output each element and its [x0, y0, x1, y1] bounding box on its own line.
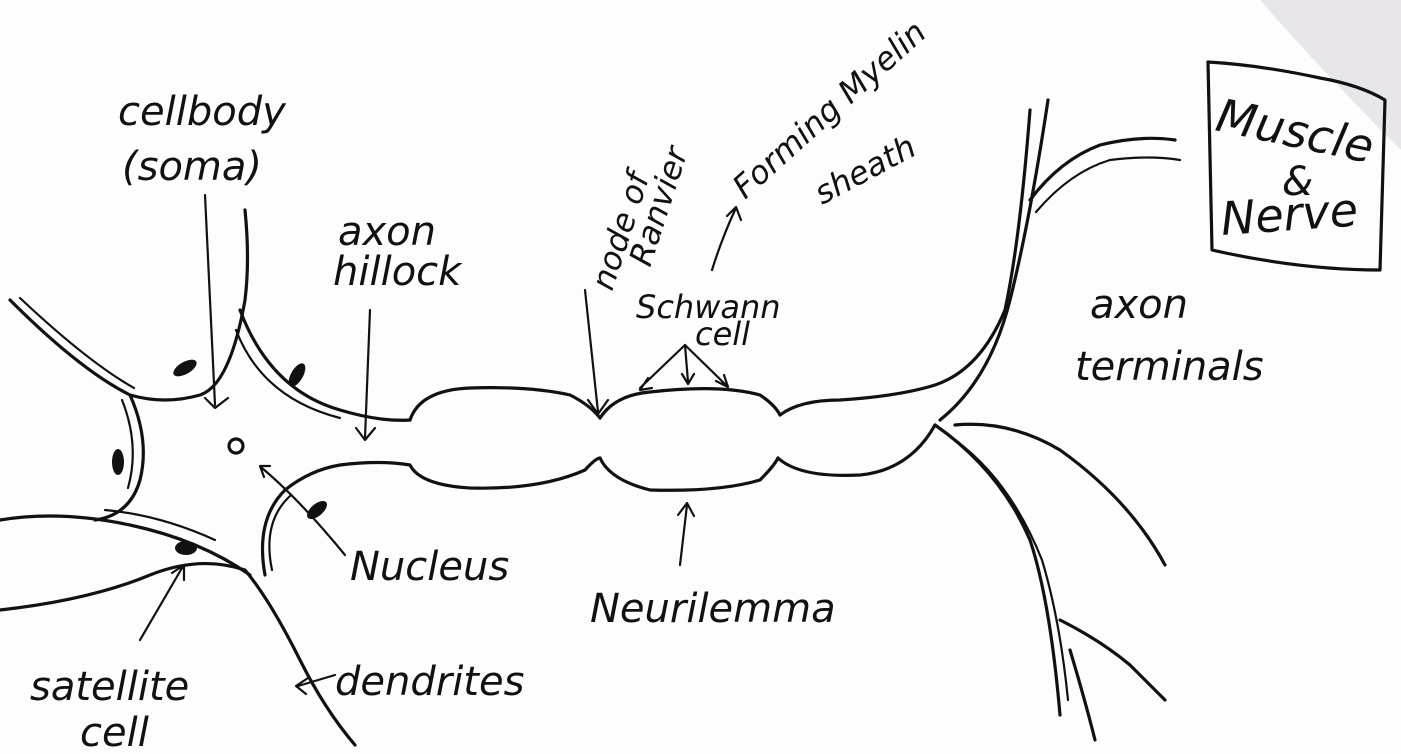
label-box-nerve: Nerve — [1219, 183, 1360, 246]
label-satellite-2: cell — [80, 710, 149, 754]
label-axon-terminals-1: axon — [1090, 282, 1188, 328]
label-schwann-2: cell — [695, 315, 750, 353]
label-axon-hillock-2: hillock — [333, 249, 463, 295]
labels: cellbody (soma) axon hillock node of Ran… — [30, 13, 1379, 754]
label-myelin-2: sheath — [808, 127, 922, 212]
nucleus-circle — [229, 439, 243, 453]
label-dendrites: dendrites — [335, 659, 524, 705]
label-nucleus: Nucleus — [350, 544, 509, 590]
label-soma: (soma) — [122, 144, 262, 190]
label-cellbody: cellbody — [118, 89, 287, 135]
label-axon-terminals-2: terminals — [1075, 344, 1264, 390]
label-neurilemma: Neurilemma — [590, 586, 836, 632]
label-satellite-1: satellite — [30, 664, 189, 710]
